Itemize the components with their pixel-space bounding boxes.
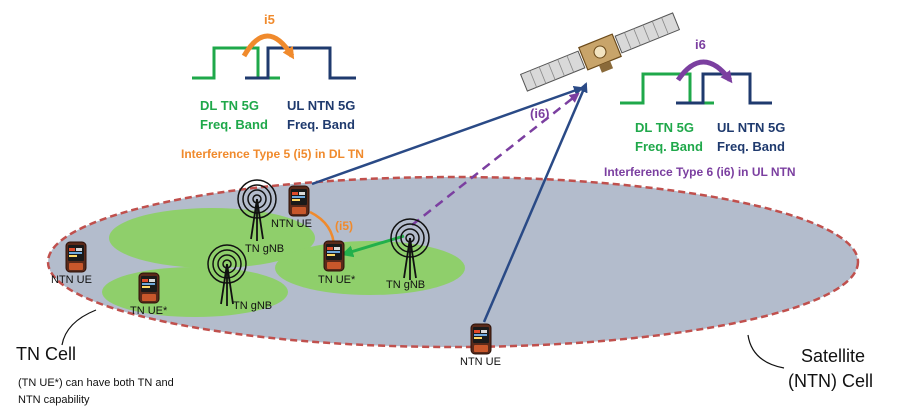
tn-cell-label: TN Cell	[16, 344, 76, 364]
right-ul-label-1: UL NTN 5G	[717, 120, 785, 135]
phone-icon	[138, 272, 160, 304]
i6-caption: Interference Type 6 (i6) in UL NTN	[604, 165, 796, 179]
ntn-ue-left-label: NTN UE	[51, 274, 92, 286]
ntn-ue-bottom-label: NTN UE	[460, 356, 501, 368]
tn-cell-callout-line	[61, 309, 97, 346]
i5-link-tag: (i5)	[335, 219, 353, 233]
i5-caption: Interference Type 5 (i5) in DL TN	[181, 147, 364, 161]
right-dl-label-2: Freq. Band	[635, 139, 703, 154]
tn-cell-top	[109, 208, 315, 268]
left-dl-label-1: DL TN 5G	[200, 98, 259, 113]
uplink-ntn-ue-top	[311, 85, 584, 186]
i6-link-tag: (i6)	[530, 106, 550, 121]
i5-arc	[241, 33, 295, 60]
satellite-cell-label-1: Satellite	[801, 346, 865, 366]
i6-arc	[675, 59, 733, 84]
phone-icon	[323, 240, 345, 272]
gnb-label-right: TN gNB	[386, 279, 425, 291]
dl-tn-band-right	[620, 72, 714, 105]
tn-ue-note-1: (TN UE*) can have both TN and	[18, 377, 174, 389]
tn-cell-right	[275, 241, 465, 295]
ul-ntn-band-left	[245, 46, 356, 80]
satellite-icon	[519, 12, 681, 92]
uplink-ntn-ue-bottom	[482, 82, 588, 323]
right-dl-label-1: DL TN 5G	[635, 120, 694, 135]
i5-tag: i5	[264, 12, 275, 27]
ntn-ue-top-label: NTN UE	[271, 218, 312, 230]
phone-icon	[288, 185, 310, 217]
tn-ue-center-label: TN UE*	[318, 274, 356, 286]
gnb-label-top: TN gNB	[245, 243, 284, 255]
left-ul-label-2: Freq. Band	[287, 117, 355, 132]
tn-downlink	[341, 234, 405, 258]
satellite-cell-callout-line	[747, 334, 785, 369]
tn-ue-note-2: NTN capability	[18, 394, 90, 406]
right-ul-label-2: Freq. Band	[717, 139, 785, 154]
left-dl-label-2: Freq. Band	[200, 117, 268, 132]
tn-ue-left-label: TN UE*	[130, 305, 168, 317]
interference-i6-link	[411, 92, 580, 226]
satellite-cell-label-2: (NTN) Cell	[788, 371, 873, 391]
phone-icon	[65, 241, 87, 273]
phone-icon	[470, 323, 492, 355]
gnb-label-left: TN gNB	[233, 300, 272, 312]
i6-tag: i6	[695, 37, 706, 52]
left-ul-label-1: UL NTN 5G	[287, 98, 355, 113]
